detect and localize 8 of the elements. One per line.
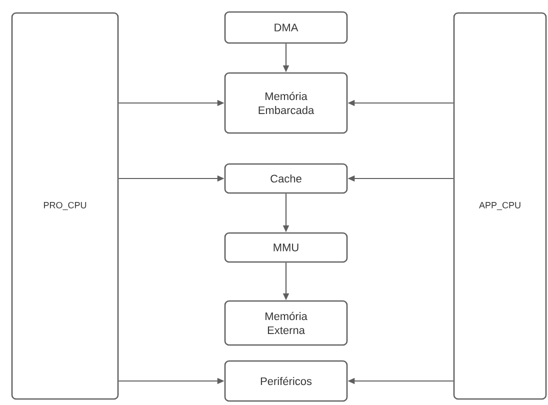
cpu-box: PRO_CPU: [11, 12, 119, 400]
process-box: Memória Embarcada: [224, 72, 348, 134]
process-box: Cache: [224, 163, 348, 194]
process-box: Memória Externa: [224, 300, 348, 346]
process-box: MMU: [224, 232, 348, 263]
process-box: DMA: [224, 11, 348, 44]
process-box: Periféricos: [224, 360, 348, 402]
cpu-box: APP_CPU: [453, 12, 547, 400]
